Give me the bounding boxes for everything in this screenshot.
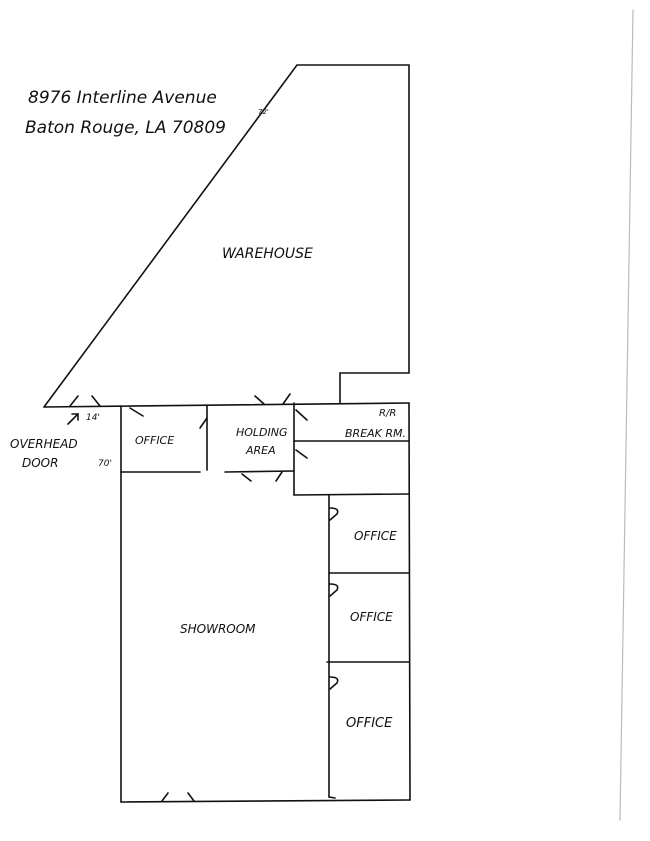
door-swing — [295, 409, 308, 421]
warehouse-wall — [43, 64, 410, 408]
door-swing — [129, 407, 144, 417]
dimension-side: 70' — [98, 459, 112, 469]
door-swing — [295, 449, 308, 459]
door-swing — [275, 471, 283, 482]
door-swing — [329, 676, 339, 690]
door-mark — [69, 395, 79, 407]
door-swing — [199, 417, 208, 429]
page-edge-line — [619, 9, 634, 821]
break-room-label: BREAK RM. — [345, 427, 406, 440]
building-right-wall — [408, 402, 411, 801]
overhead-door-label: OVERHEAD — [10, 437, 78, 451]
showroom-bottom-wall — [120, 799, 411, 803]
door-mark — [91, 395, 101, 407]
overhead-door-label: DOOR — [22, 456, 58, 470]
holding-area-label: HOLDING — [236, 426, 288, 439]
break-room-wall — [293, 493, 410, 496]
office-3-label: OFFICE — [346, 716, 393, 731]
office-front-label: OFFICE — [135, 434, 174, 447]
restroom-label: R/R — [379, 408, 396, 419]
holding-area-label: AREA — [245, 444, 276, 457]
office-2-label: OFFICE — [350, 610, 393, 624]
offices-wall — [328, 796, 336, 799]
dimension-top: 72' — [258, 108, 269, 116]
door-mark — [187, 792, 195, 802]
address-line1: 8976 Interline Avenue — [28, 88, 217, 108]
door-swing — [329, 583, 339, 597]
door-swing — [329, 507, 339, 521]
door-mark — [254, 395, 265, 405]
holding-wall — [224, 470, 295, 473]
arrow-icon — [71, 413, 79, 421]
door-swing — [241, 473, 252, 482]
office-1-label: OFFICE — [354, 529, 397, 543]
arrow-icon — [67, 413, 79, 425]
showroom-label: SHOWROOM — [180, 622, 256, 636]
address-line2: Baton Rouge, LA 70809 — [25, 118, 226, 138]
door-mark — [282, 393, 291, 405]
door-width-label: 14' — [86, 413, 100, 423]
door-mark — [161, 792, 169, 802]
warehouse-front-wall — [43, 402, 410, 408]
warehouse-label: WAREHOUSE — [222, 246, 313, 262]
